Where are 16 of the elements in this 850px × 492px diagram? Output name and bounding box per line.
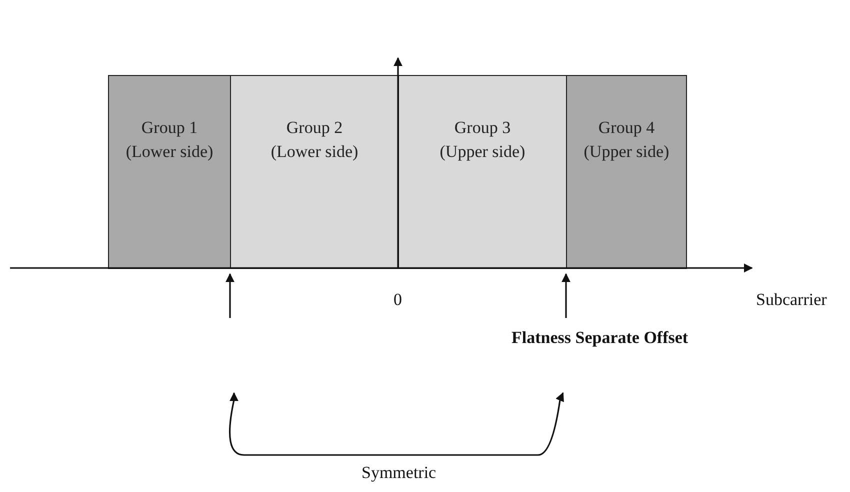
inner-band — [230, 75, 399, 269]
side-label: (Lower side) — [270, 141, 358, 163]
group-title: Group 3 — [454, 117, 511, 139]
group-title: Group 2 — [286, 117, 343, 139]
side-label: (Lower side) — [126, 141, 214, 163]
group-title: Group 1 — [141, 117, 198, 139]
side-label: (Upper side) — [440, 141, 526, 163]
outer-band — [108, 75, 231, 269]
side-label: (Upper side) — [584, 141, 670, 163]
group-title: Group 4 — [598, 117, 655, 139]
symmetric-label: Symmetric — [362, 463, 436, 483]
offset-label: Flatness Separate Offset — [512, 328, 688, 348]
axis-title: Subcarrier — [756, 290, 827, 310]
inner-band — [398, 75, 567, 269]
axis-origin-label: 0 — [394, 290, 402, 310]
outer-band — [566, 75, 687, 269]
